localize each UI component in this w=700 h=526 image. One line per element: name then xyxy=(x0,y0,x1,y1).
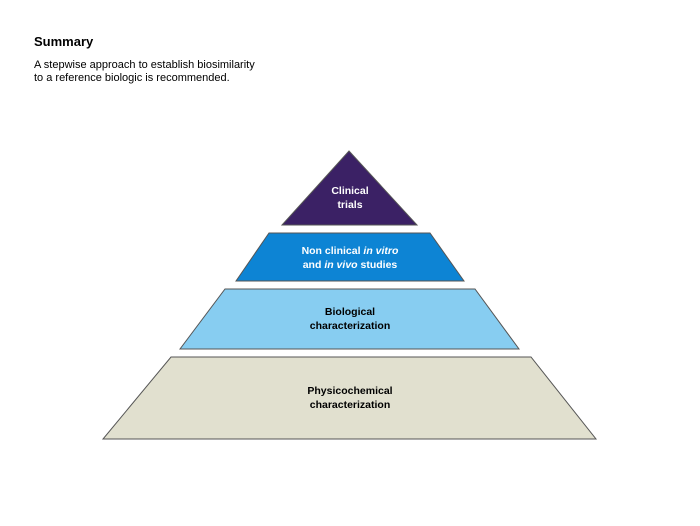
tier-non-clinical-studies-label: Non clinical in vitro and in vivo studies xyxy=(302,245,399,271)
tier-non-clinical-studies-shape xyxy=(235,232,465,282)
tier-clinical-trials: Clinical trials xyxy=(280,150,419,226)
tier-label-run: characterization xyxy=(310,320,391,332)
tier-label-run: Physicochemical xyxy=(307,385,392,397)
tier-biological-characterization: Biological characterization xyxy=(179,288,520,350)
tier-physicochemical-characterization-label: Physicochemical characterization xyxy=(307,385,392,411)
tier-label-run: Clinical xyxy=(331,185,368,197)
tier-label-run: Biological xyxy=(325,306,375,318)
tier-non-clinical-studies: Non clinical in vitro and in vivo studies xyxy=(235,232,465,282)
tier-biological-characterization-shape xyxy=(179,288,520,350)
tier-physicochemical-characterization: Physicochemical characterization xyxy=(101,356,598,440)
tier-clinical-trials-shape xyxy=(280,150,419,226)
page-title: Summary xyxy=(34,34,94,49)
tier-label-run: trials xyxy=(337,199,362,211)
tier-label-run: in vitro xyxy=(363,245,399,257)
description-line: A stepwise approach to establish biosimi… xyxy=(34,59,255,71)
tier-label-run: and xyxy=(303,259,325,271)
tier-label-run: studies xyxy=(358,259,398,271)
tier-biological-characterization-label: Biological characterization xyxy=(310,306,391,332)
tier-clinical-trials-label: Clinical trials xyxy=(331,185,368,211)
summary-description: A stepwise approach to establish biosimi… xyxy=(34,59,294,85)
description-line: to a reference biologic is recommended. xyxy=(34,72,230,84)
tier-label-run: Non clinical xyxy=(302,245,364,257)
tier-label-run: in vivo xyxy=(324,259,358,271)
tier-label-run: characterization xyxy=(310,399,391,411)
tier-physicochemical-characterization-shape xyxy=(101,356,598,440)
